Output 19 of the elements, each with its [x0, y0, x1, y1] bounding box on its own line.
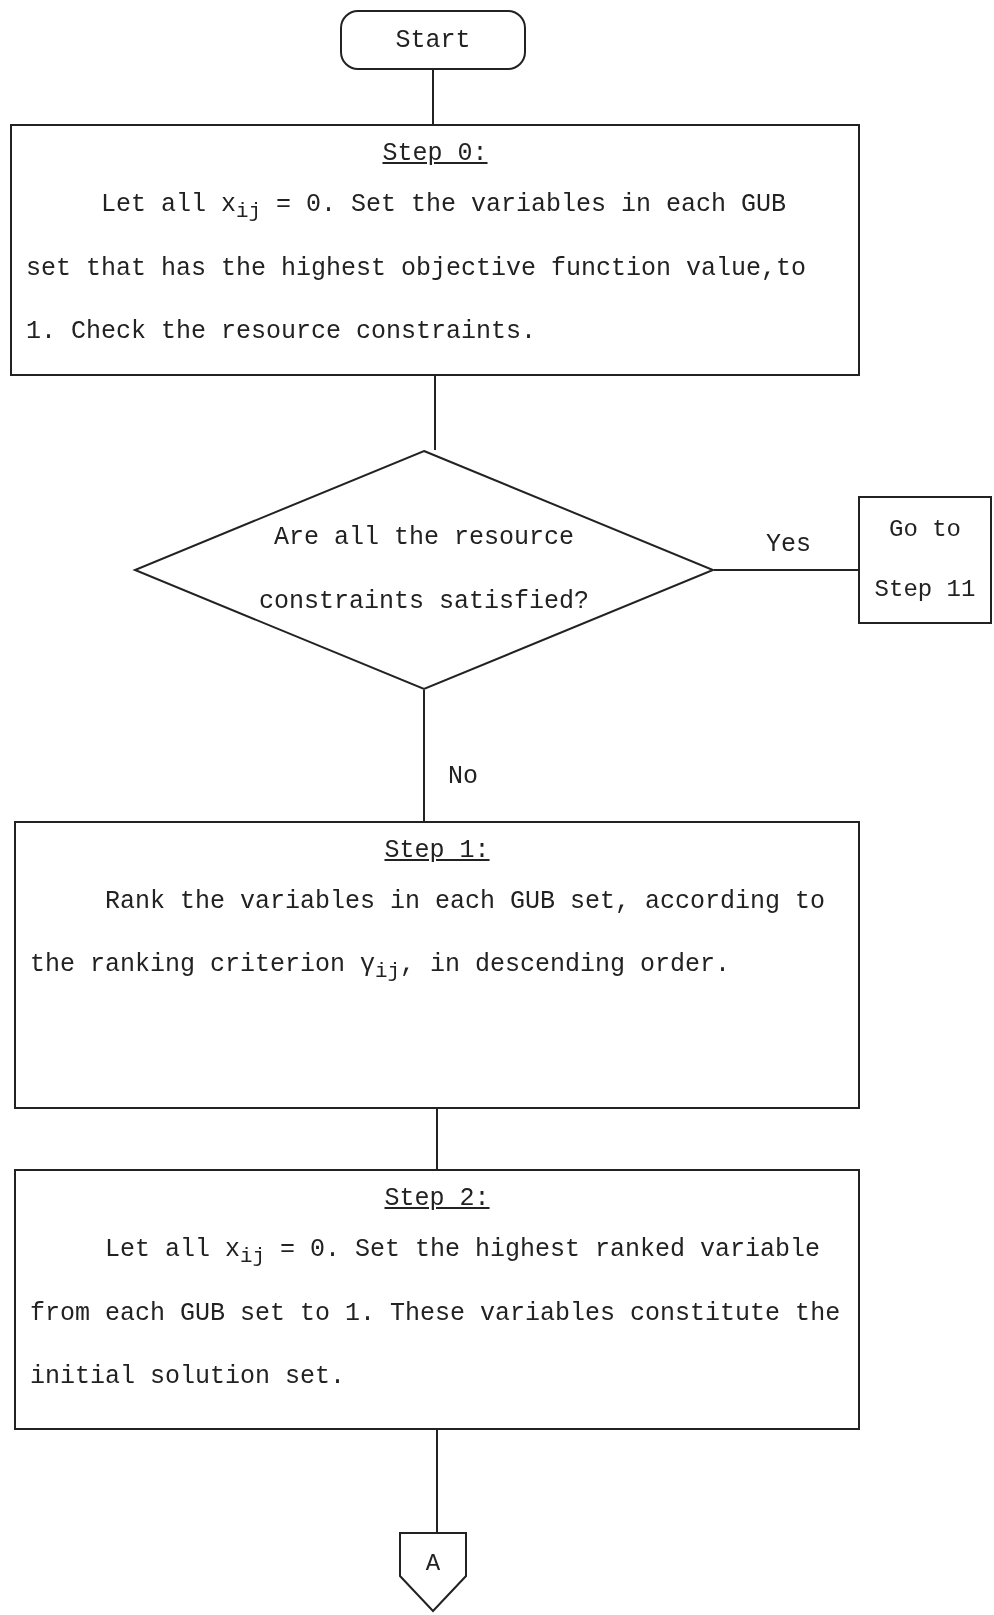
goto-box: Go to Step 11 — [858, 496, 992, 624]
connector-line — [713, 569, 859, 571]
step-heading: Step 2: — [383, 1183, 491, 1215]
step-description: Rank the variables in each GUB set, according to the ranking criterion γ$_{ij}$, in descending order. — [30, 886, 827, 985]
process-box — [10, 124, 860, 376]
decision-question: Are all the resource constraints satisfied? — [257, 522, 591, 618]
connector-line — [436, 1429, 438, 1533]
connector-line — [432, 69, 434, 125]
connector-label: A — [424, 1550, 442, 1577]
connector-line — [436, 1108, 438, 1170]
process-box — [14, 821, 860, 1109]
step-description: Let all x$_{ij}$ = 0. Set the highest ranked variable from each GUB set to 1. These variables constitute the initial solution set. — [30, 1234, 842, 1393]
connector-line — [434, 375, 436, 451]
connector-line — [423, 689, 425, 822]
step-description: Let all x$_{ij}$ = 0. Set the variables in each GUB set that has the highest objective function value,to 1. Check the resource constraints. — [26, 189, 808, 348]
step-heading: Step 0: — [381, 138, 489, 170]
start-terminal: Start — [340, 10, 526, 70]
process-box — [14, 1169, 860, 1430]
step-heading: Step 1: — [383, 835, 491, 867]
